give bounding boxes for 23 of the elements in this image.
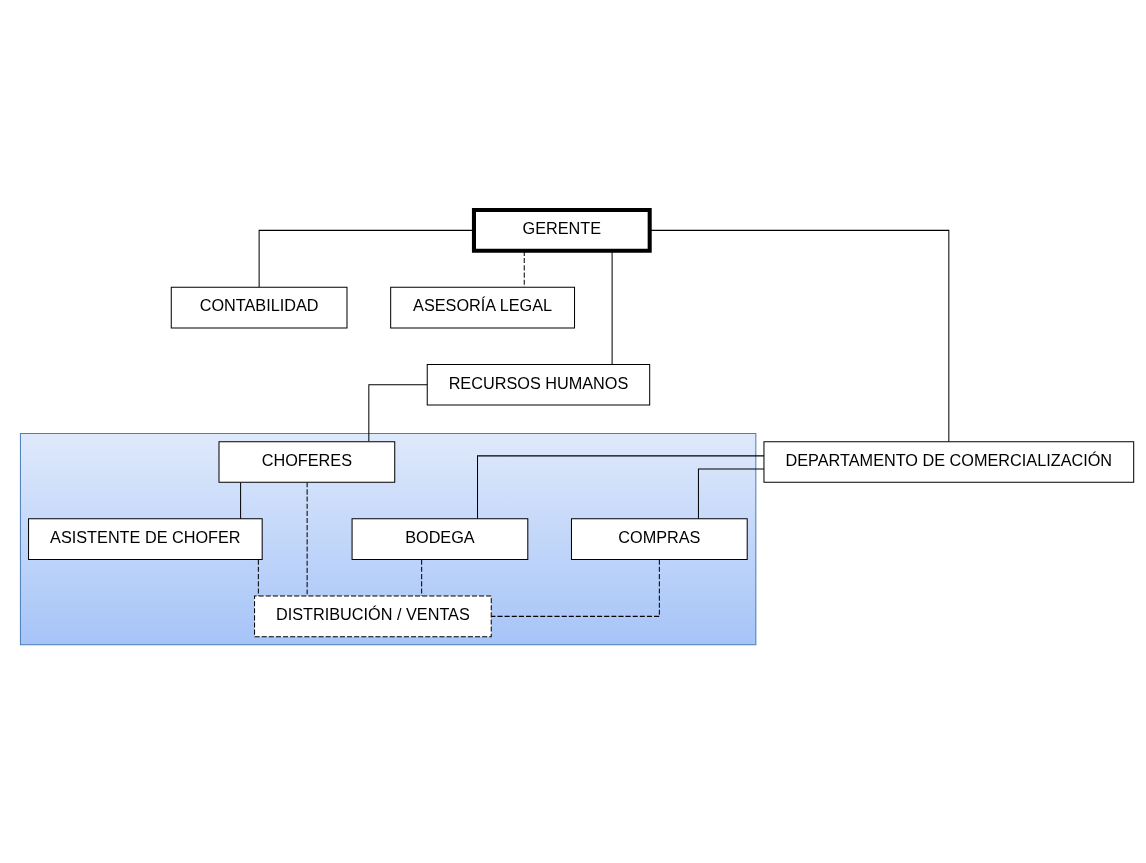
connector bbox=[523, 250, 525, 288]
connector bbox=[477, 455, 765, 520]
node-box: CONTABILIDAD bbox=[170, 286, 348, 329]
node-box: COMPRAS bbox=[570, 518, 748, 560]
connector bbox=[368, 384, 428, 442]
connector bbox=[649, 229, 950, 442]
node-box: ASISTENTE DE CHOFER bbox=[28, 518, 263, 560]
connector bbox=[611, 250, 613, 365]
connector bbox=[257, 559, 259, 597]
node-box: DISTRIBUCIÓN / VENTAS bbox=[254, 595, 492, 638]
connector bbox=[490, 559, 660, 617]
connector bbox=[697, 468, 765, 520]
node-box: BODEGA bbox=[351, 518, 529, 560]
cluster bbox=[19, 433, 757, 646]
node-box: GERENTE bbox=[471, 208, 652, 253]
connector bbox=[306, 481, 308, 597]
node-box: DEPARTAMENTO DE COMERCIALIZACIÓN bbox=[763, 441, 1135, 483]
connector bbox=[421, 559, 423, 597]
connector bbox=[258, 229, 475, 288]
node-box: CHOFERES bbox=[218, 441, 396, 483]
node-box: ASESORÍA LEGAL bbox=[390, 286, 576, 329]
connector bbox=[240, 482, 242, 520]
node-box: RECURSOS HUMANOS bbox=[426, 363, 651, 406]
